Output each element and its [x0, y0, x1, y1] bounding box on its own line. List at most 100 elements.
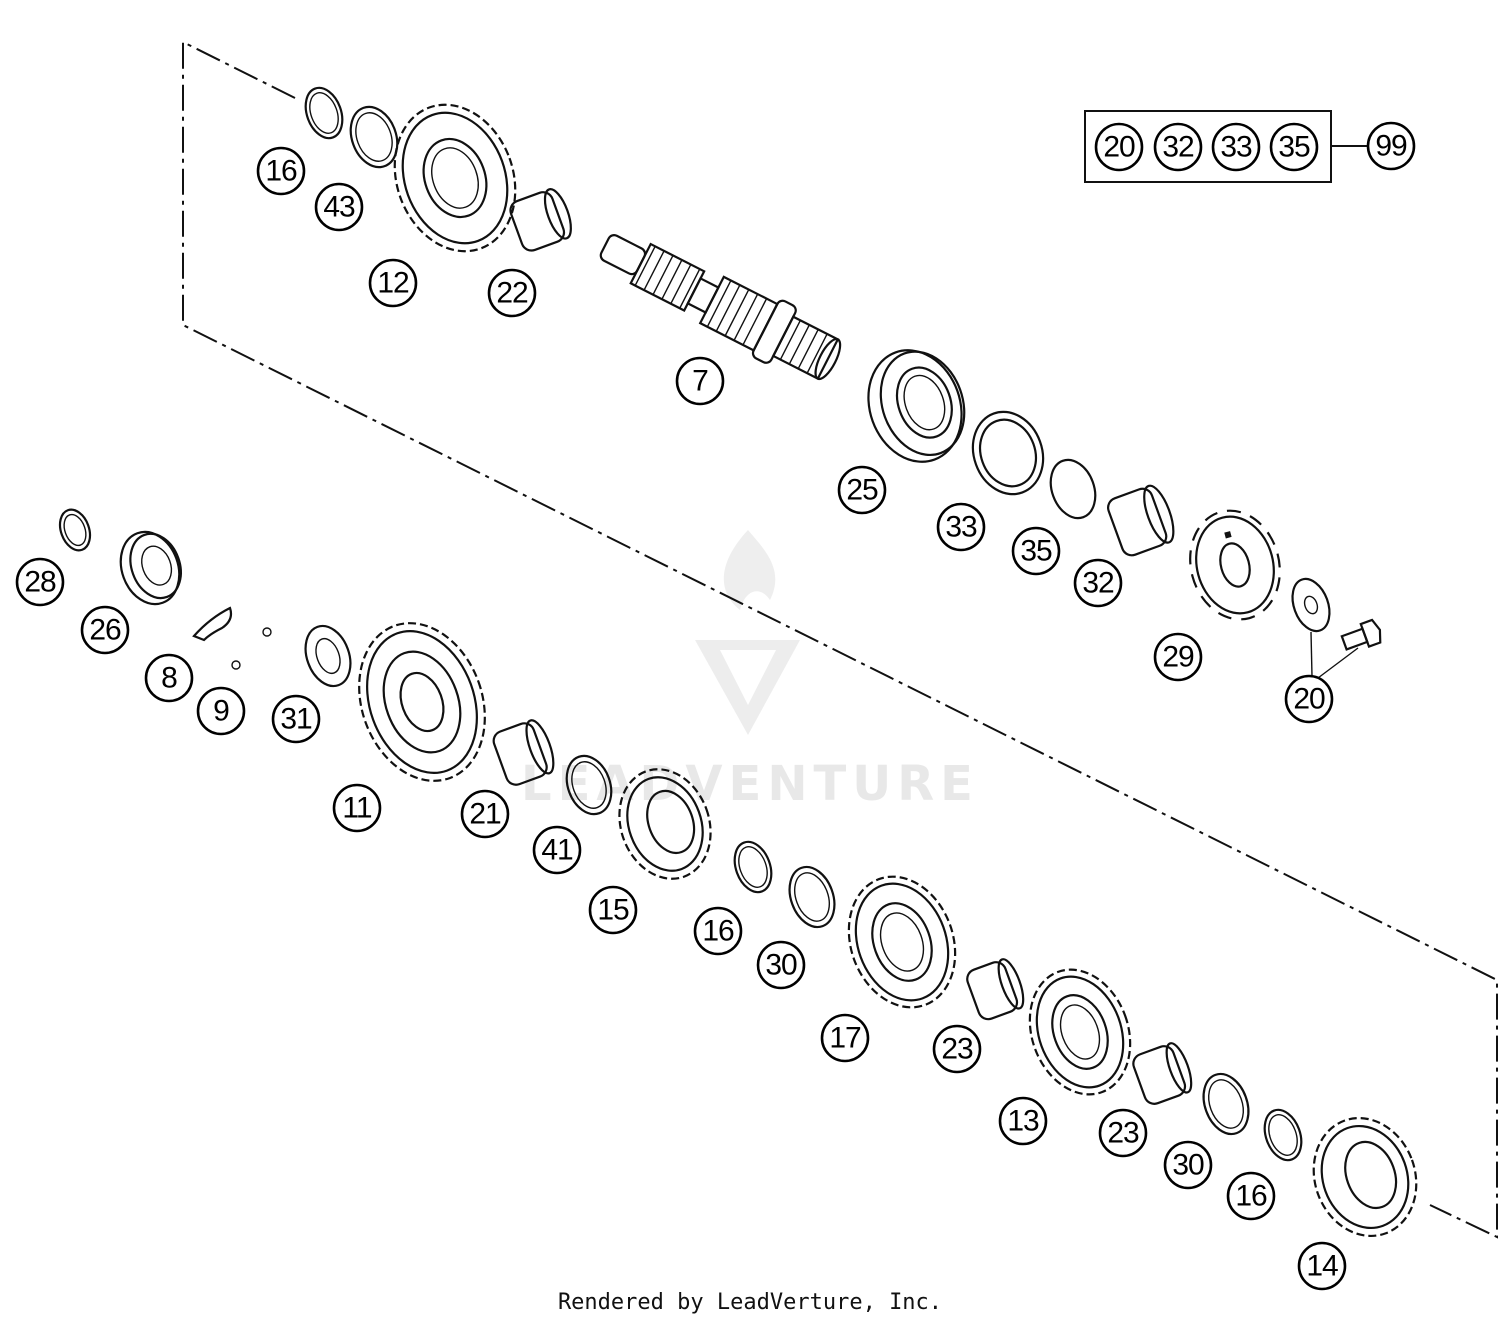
- circlip-28: [58, 508, 92, 552]
- callout-number: 30: [765, 949, 797, 982]
- gear-11: [358, 622, 486, 782]
- part-callout-9[interactable]: 9: [196, 686, 246, 736]
- part-callout-43[interactable]: 43: [314, 182, 364, 232]
- part-callout-20[interactable]: 20: [1284, 674, 1334, 724]
- callout-circle: [1297, 1241, 1347, 1291]
- callout-circle: [998, 1096, 1048, 1146]
- part-callout-16[interactable]: 16: [693, 906, 743, 956]
- upper-shaft-group: [304, 86, 1382, 679]
- callout-circle: [837, 465, 887, 515]
- bushing-23-b: [1132, 1042, 1193, 1105]
- callout-circle: [820, 1013, 870, 1063]
- callout-circle: [588, 885, 638, 935]
- kit-box: 20 32 33 35 99: [1084, 110, 1416, 183]
- gear-13: [1028, 968, 1132, 1096]
- part-callout-26[interactable]: 26: [80, 605, 130, 655]
- callout-number: 16: [1235, 1180, 1267, 1213]
- callout-circle: [756, 940, 806, 990]
- bushing-21: [492, 719, 555, 786]
- lower-shaft-group: [58, 508, 1418, 1238]
- part-callout-31[interactable]: 31: [271, 694, 321, 744]
- watermark: LEADVENTURE: [521, 530, 979, 812]
- leader-20a: [1310, 631, 1313, 677]
- kit-result-callout[interactable]: 99: [1366, 121, 1416, 171]
- part-callout-30[interactable]: 30: [756, 940, 806, 990]
- callout-number: 23: [941, 1033, 973, 1066]
- seal-33: [971, 410, 1045, 496]
- callout-number: 14: [1306, 1250, 1338, 1283]
- main-shaft-7: [599, 234, 842, 381]
- kit-member-callout[interactable]: 32: [1153, 122, 1203, 172]
- part-callout-7[interactable]: 7: [675, 356, 725, 406]
- svg-text:20: 20: [1103, 131, 1135, 164]
- svg-text:32: 32: [1162, 131, 1194, 164]
- callout-number: 33: [945, 511, 977, 544]
- bolt-20: [1340, 618, 1382, 651]
- callout-circle: [1011, 526, 1061, 576]
- part-callout-23[interactable]: 23: [932, 1024, 982, 1074]
- callout-number: 23: [1107, 1117, 1139, 1150]
- render-credit: Rendered by LeadVerture, Inc.: [557, 1290, 943, 1315]
- part-callout-25[interactable]: 25: [837, 465, 887, 515]
- screw-9: [231, 627, 272, 670]
- part-callout-29[interactable]: 29: [1153, 632, 1203, 682]
- part-callout-35[interactable]: 35: [1011, 526, 1061, 576]
- bearing-25: [867, 349, 966, 463]
- sprocket-29: [1189, 509, 1281, 621]
- washer-41: [565, 754, 613, 816]
- callout-number: 11: [342, 792, 371, 825]
- clip-8: [192, 606, 233, 642]
- part-callout-12[interactable]: 12: [368, 258, 418, 308]
- part-callout-30[interactable]: 30: [1163, 1140, 1213, 1190]
- kit-member-callout[interactable]: 20: [1094, 122, 1144, 172]
- part-callout-41[interactable]: 41: [532, 825, 582, 875]
- part-callout-21[interactable]: 21: [460, 789, 510, 839]
- callout-circle: [487, 268, 537, 318]
- leader-20b: [1317, 647, 1359, 679]
- washer-43: [349, 105, 399, 169]
- callout-circle: [314, 182, 364, 232]
- kit-member-callout[interactable]: 33: [1211, 122, 1261, 172]
- callout-number: 32: [1082, 567, 1114, 600]
- washer-30-low: [1202, 1072, 1250, 1136]
- oring-35: [1049, 458, 1097, 520]
- bushing-23-a: [966, 958, 1025, 1021]
- callout-number: 13: [1007, 1105, 1039, 1138]
- part-callout-16[interactable]: 16: [256, 146, 306, 196]
- part-callout-11[interactable]: 11: [332, 783, 382, 833]
- callout-circle: [368, 258, 418, 308]
- callout-circle: [932, 1024, 982, 1074]
- callout-number: 43: [323, 191, 355, 224]
- callout-number: 7: [692, 365, 708, 398]
- callout-number: 16: [265, 155, 297, 188]
- part-callout-28[interactable]: 28: [15, 557, 65, 607]
- callout-circle: [196, 686, 246, 736]
- callout-circle: [532, 825, 582, 875]
- part-callout-8[interactable]: 8: [144, 653, 194, 703]
- part-callout-16[interactable]: 16: [1226, 1171, 1276, 1221]
- gear-14: [1312, 1116, 1418, 1238]
- callout-circle: [80, 605, 130, 655]
- callout-circle: [332, 783, 382, 833]
- kit-member-callout[interactable]: 35: [1269, 122, 1319, 172]
- callout-circle: [675, 356, 725, 406]
- bushing-22: [509, 188, 572, 252]
- callout-circle: [15, 557, 65, 607]
- part-callout-22[interactable]: 22: [487, 268, 537, 318]
- callout-circle: [271, 694, 321, 744]
- watermark-text: LEADVENTURE: [521, 756, 979, 812]
- part-callout-33[interactable]: 33: [936, 502, 986, 552]
- callout-number: 25: [846, 474, 878, 507]
- part-callout-15[interactable]: 15: [588, 885, 638, 935]
- circlip-16-upper: [304, 86, 344, 140]
- circlip-16-low: [1263, 1108, 1303, 1162]
- part-callout-23[interactable]: 23: [1098, 1108, 1148, 1158]
- part-callout-32[interactable]: 32: [1073, 558, 1123, 608]
- callout-number: 31: [280, 703, 312, 736]
- callout-number: 16: [702, 915, 734, 948]
- part-callout-14[interactable]: 14: [1297, 1241, 1347, 1291]
- callout-number: 28: [24, 566, 56, 599]
- part-callout-13[interactable]: 13: [998, 1096, 1048, 1146]
- bearing-26: [119, 530, 182, 606]
- part-callout-17[interactable]: 17: [820, 1013, 870, 1063]
